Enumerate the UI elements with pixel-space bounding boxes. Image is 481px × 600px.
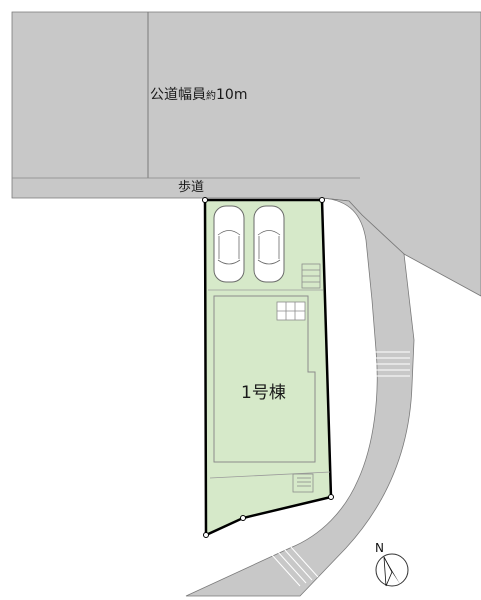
road-label-approx: 約	[206, 91, 216, 102]
parking-space-2	[253, 205, 285, 283]
side-lane	[185, 197, 415, 597]
parking-space-1	[213, 205, 245, 283]
sidewalk-label: 歩道	[178, 180, 205, 195]
road-width-label: 公道幅員約10m	[150, 88, 247, 102]
building-label: 1号棟	[241, 383, 286, 403]
building-footprint	[213, 295, 316, 463]
steps-lower	[292, 473, 314, 493]
road-label-main: 公道幅員	[150, 87, 206, 103]
north-letter: N	[375, 541, 384, 555]
road-label-width: 10m	[216, 87, 248, 103]
north-arrow-icon: N	[375, 541, 409, 587]
steps-upper	[301, 263, 321, 289]
